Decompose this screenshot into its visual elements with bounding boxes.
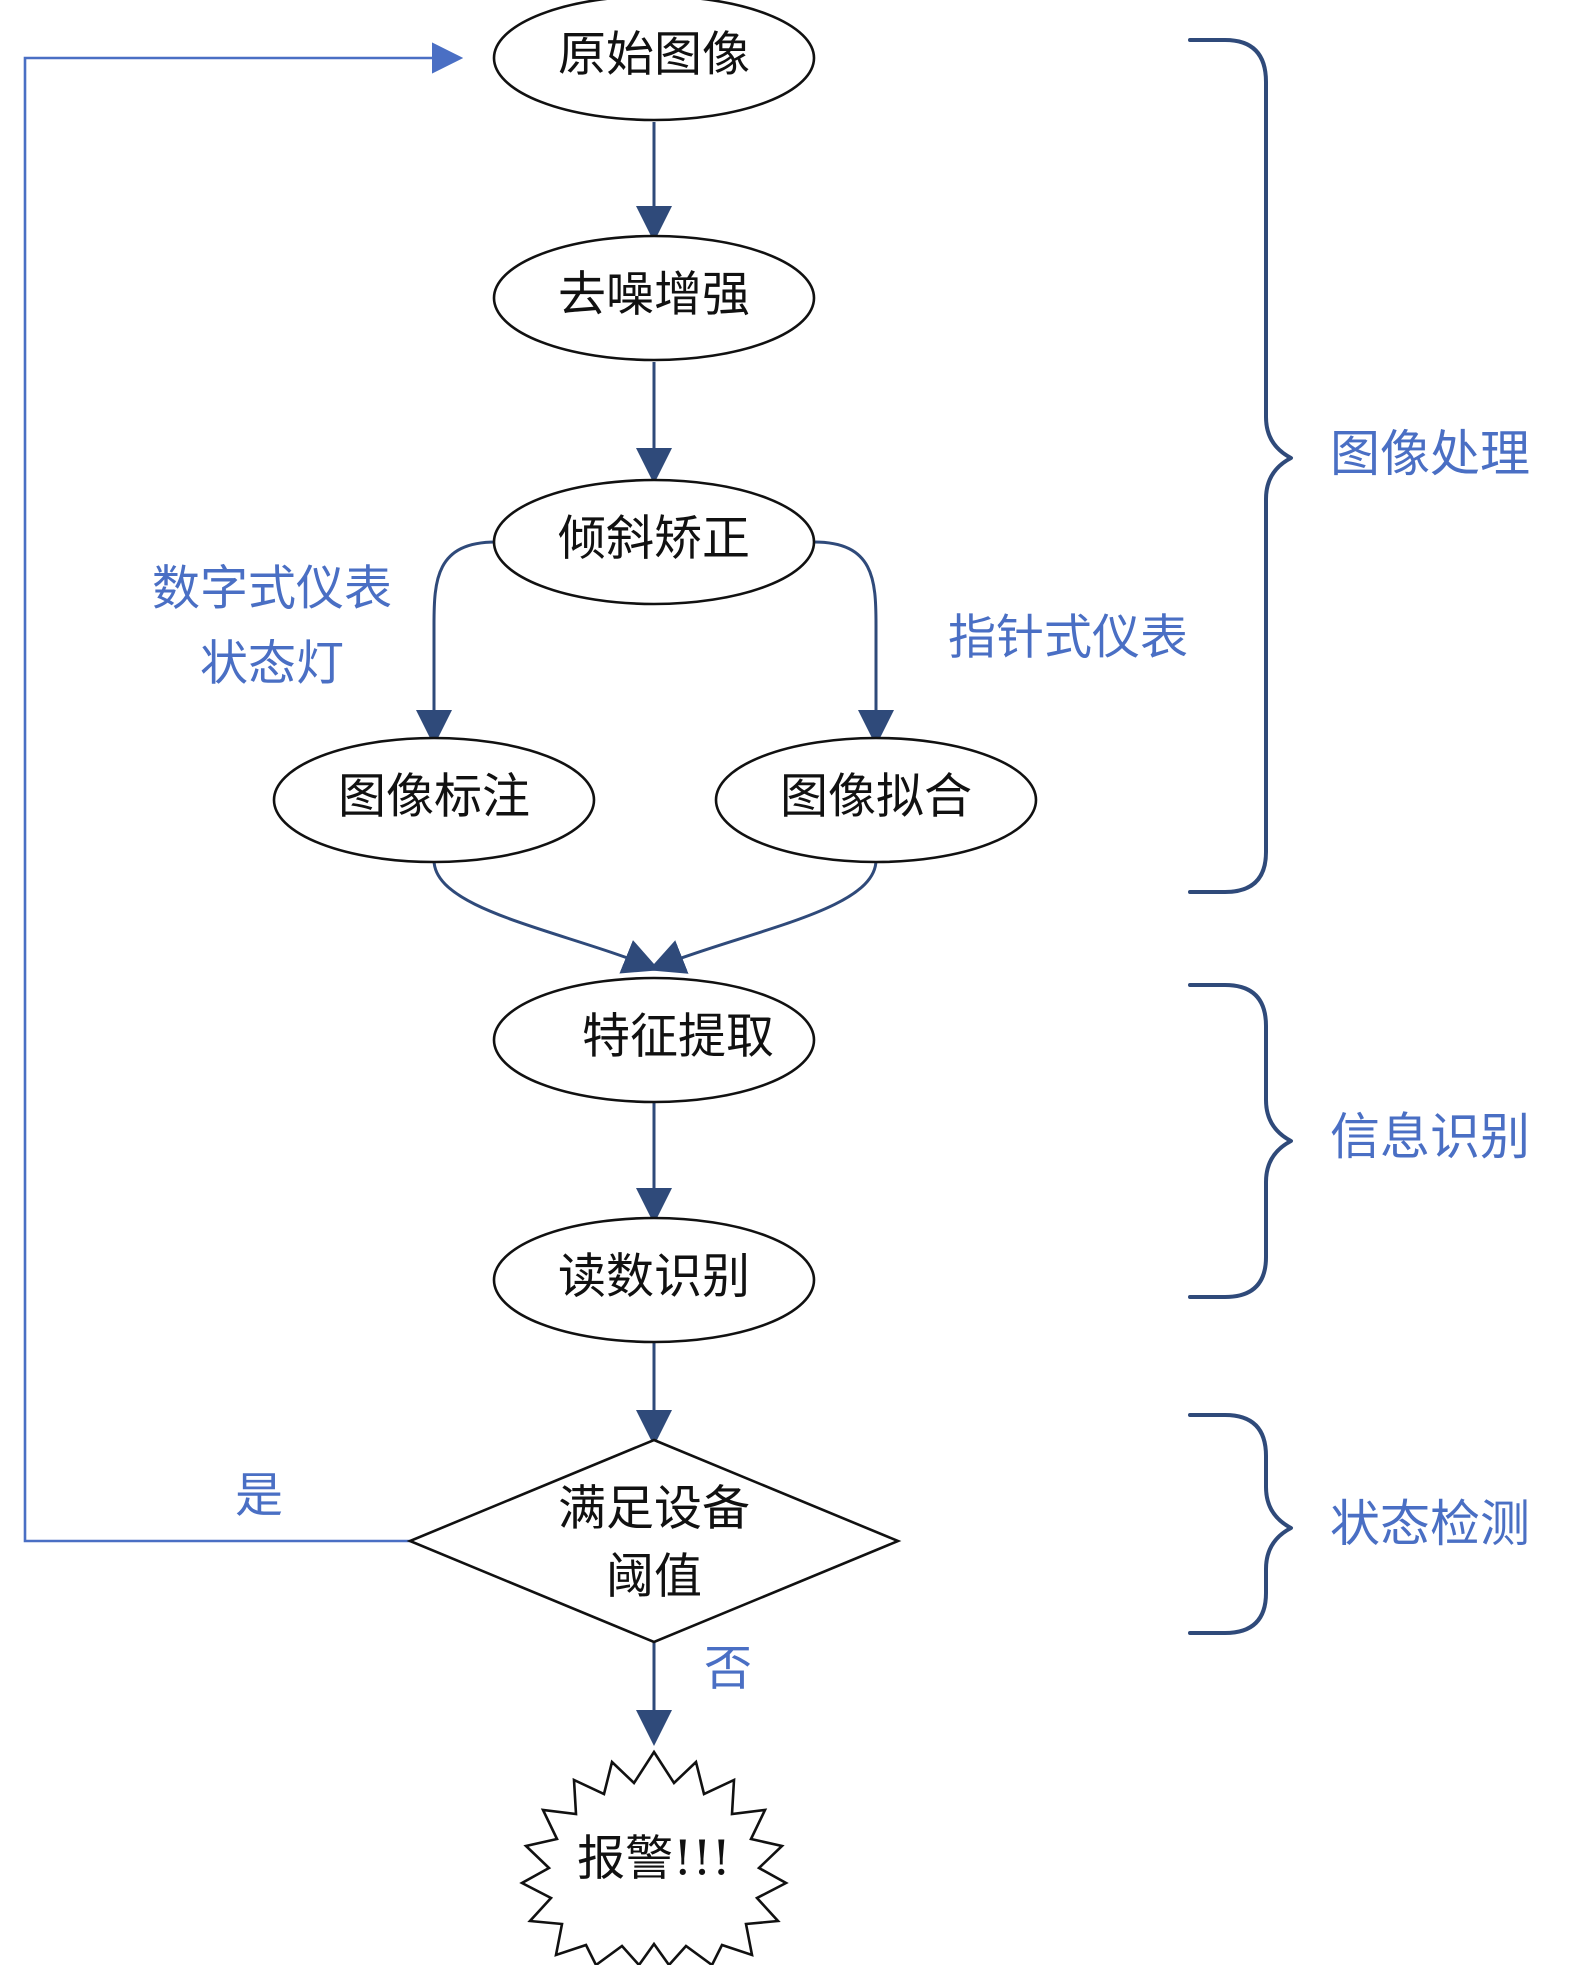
arrow-fitting-to-feature xyxy=(648,859,878,974)
decision-no-label: 否 xyxy=(704,1641,752,1697)
image-annotation-node xyxy=(272,736,596,864)
reading-recognition-label: 读数识别 xyxy=(558,1249,750,1305)
image-fitting-label: 图像拟合 xyxy=(780,769,972,825)
status-light-branch-label: 状态灯 xyxy=(200,636,344,692)
feature-extraction-label: 特征提取 xyxy=(582,1009,774,1065)
image-annotation-label: 图像标注 xyxy=(338,769,530,825)
original-image-node xyxy=(492,0,816,122)
tilt-correction-label: 倾斜矫正 xyxy=(558,511,750,567)
digital-meter-branch-label: 数字式仪表 xyxy=(152,561,392,617)
threshold-decision-line-2: 阈值 xyxy=(606,1549,702,1605)
arrow-annotation-to-feature xyxy=(432,859,660,974)
original-image-label: 原始图像 xyxy=(558,27,750,83)
pointer-meter-branch-label: 指针式仪表 xyxy=(948,610,1188,666)
denoise-label: 去噪增强 xyxy=(558,267,750,323)
tilt-correction-node xyxy=(492,478,816,606)
yes-return-arrow xyxy=(23,42,464,1543)
status-detection-brace xyxy=(1188,1413,1293,1635)
feature-extraction-node xyxy=(492,976,816,1104)
arrow-tilt-to-annotation xyxy=(416,540,497,746)
alarm-starburst-node xyxy=(519,1749,789,1965)
threshold-decision-line-1: 满足设备 xyxy=(558,1481,750,1537)
image-fitting-node xyxy=(714,736,1038,864)
reading-recognition-node xyxy=(492,1216,816,1344)
threshold-decision-node xyxy=(406,1438,902,1644)
info-recognition-brace xyxy=(1188,983,1293,1299)
info-recognition-group-label: 信息识别 xyxy=(1330,1108,1530,1166)
image-processing-brace xyxy=(1188,38,1293,894)
denoise-node xyxy=(492,234,816,362)
alarm-label: 报警!!! xyxy=(577,1831,731,1887)
decision-yes-label: 是 xyxy=(235,1468,283,1524)
arrow-tilt-to-fitting xyxy=(813,540,894,746)
image-processing-group-label: 图像处理 xyxy=(1330,425,1530,483)
status-detection-group-label: 状态检测 xyxy=(1330,1495,1530,1553)
